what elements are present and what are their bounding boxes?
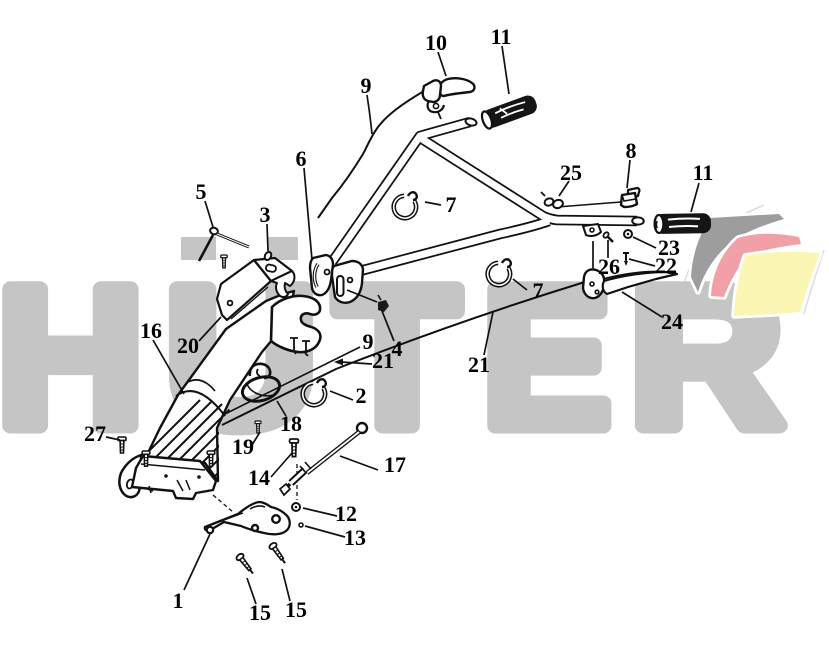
svg-text:11: 11 [491, 24, 512, 49]
svg-text:27: 27 [84, 421, 106, 446]
svg-text:21: 21 [372, 348, 394, 373]
svg-text:15: 15 [249, 600, 271, 625]
svg-text:16: 16 [140, 318, 162, 343]
svg-text:14: 14 [248, 465, 270, 490]
svg-text:8: 8 [626, 138, 637, 163]
svg-text:1: 1 [173, 588, 184, 613]
svg-text:9: 9 [363, 329, 374, 354]
svg-text:4: 4 [392, 336, 403, 361]
svg-text:26: 26 [598, 254, 620, 279]
svg-text:12: 12 [335, 501, 357, 526]
svg-text:20: 20 [177, 333, 199, 358]
svg-text:21: 21 [468, 352, 490, 377]
svg-text:3: 3 [260, 202, 271, 227]
svg-text:17: 17 [384, 452, 406, 477]
svg-text:10: 10 [425, 30, 447, 55]
svg-text:11: 11 [693, 160, 714, 185]
svg-text:25: 25 [560, 160, 582, 185]
svg-text:18: 18 [280, 411, 302, 436]
svg-text:23: 23 [658, 235, 680, 260]
svg-text:15: 15 [285, 597, 307, 622]
svg-text:7: 7 [533, 278, 544, 303]
svg-text:7: 7 [446, 192, 457, 217]
svg-text:9: 9 [361, 73, 372, 98]
svg-text:H: H [0, 246, 144, 468]
svg-text:5: 5 [196, 179, 207, 204]
svg-text:19: 19 [232, 434, 254, 459]
svg-text:13: 13 [344, 525, 366, 550]
svg-text:6: 6 [296, 146, 307, 171]
svg-text:24: 24 [661, 309, 683, 334]
svg-text:22: 22 [655, 253, 677, 278]
svg-text:2: 2 [356, 383, 367, 408]
